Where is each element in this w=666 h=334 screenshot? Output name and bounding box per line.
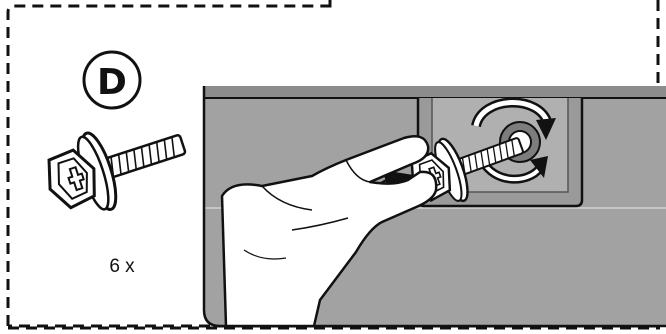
part-label-circle: [84, 52, 140, 108]
flanged-hex-bolt-icon: [37, 106, 195, 225]
quantity-label: 6 x: [100, 256, 144, 278]
